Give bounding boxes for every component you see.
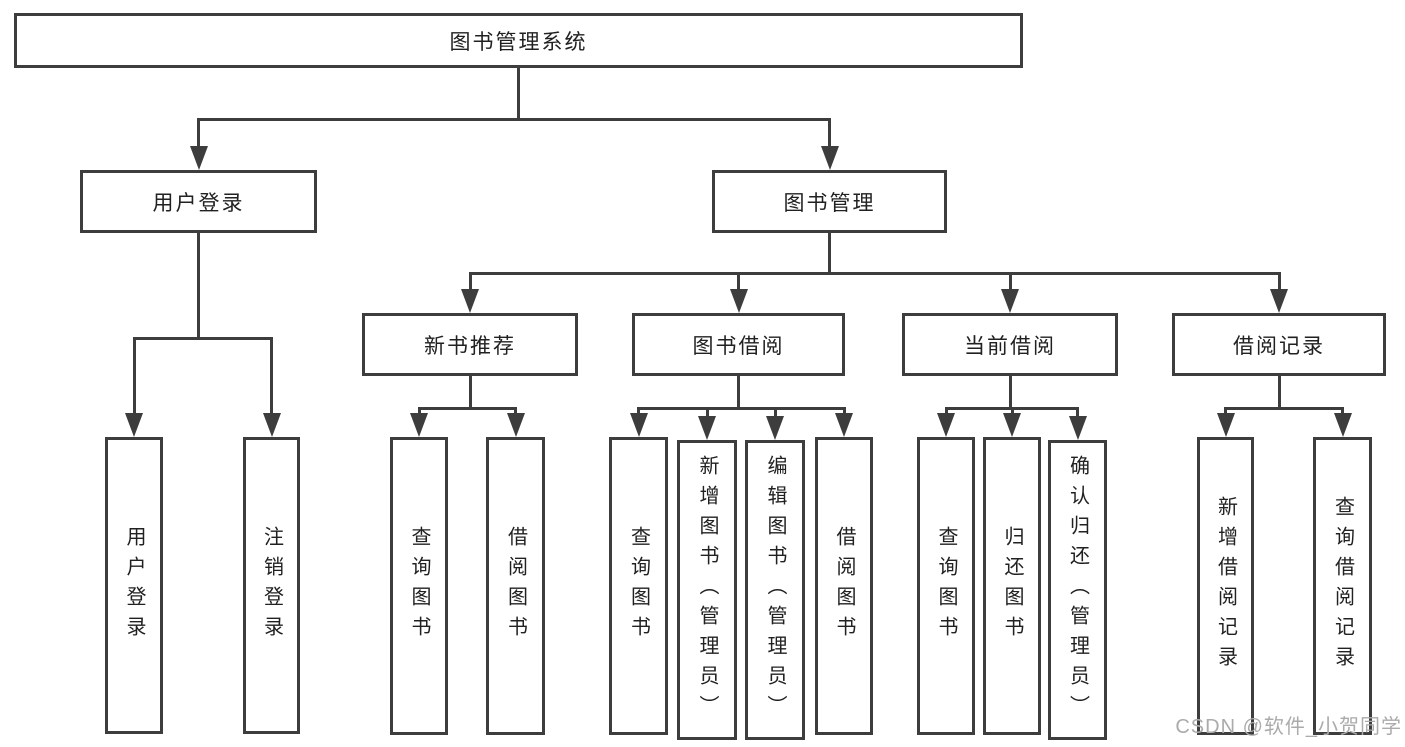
node-br-add-record: 新增借阅记录 bbox=[1197, 437, 1254, 735]
connector-rail-borrow-records bbox=[1224, 407, 1344, 410]
node-label-borrow-records: 借阅记录 bbox=[1233, 334, 1325, 358]
node-label-logout: 注销登录 bbox=[260, 525, 283, 646]
connector-rail-user-login bbox=[132, 337, 273, 340]
connector-stem-book-mgmt bbox=[828, 118, 831, 148]
connector-stem-borrow-records bbox=[1277, 376, 1281, 410]
node-root: 图书管理系统 bbox=[14, 13, 1023, 68]
node-nb-query-book: 查询图书 bbox=[390, 437, 448, 735]
connector-stem-cb-confirm-return bbox=[1076, 407, 1079, 418]
node-logout: 注销登录 bbox=[243, 437, 300, 734]
connector-stem-cb-return-book bbox=[1010, 407, 1014, 415]
node-new-book-rec: 新书推荐 bbox=[362, 313, 578, 376]
node-label-bb-edit-book: 编辑图书（管理员） bbox=[764, 455, 786, 725]
node-label-user-login: 用户登录 bbox=[152, 191, 245, 215]
node-label-cb-query-book: 查询图书 bbox=[935, 526, 957, 646]
node-cb-return-book: 归还图书 bbox=[983, 437, 1041, 735]
node-label-bb-query-book: 查询图书 bbox=[627, 526, 650, 646]
arrowhead-down-icon bbox=[125, 413, 143, 437]
connector-stem-bb-edit-book bbox=[773, 407, 777, 418]
node-bb-query-book: 查询图书 bbox=[609, 437, 668, 735]
arrowhead-down-icon bbox=[698, 416, 716, 440]
connector-stem-bb-query-book bbox=[637, 407, 640, 415]
node-label-login: 用户登录 bbox=[123, 525, 145, 646]
node-label-book-borrow: 图书借阅 bbox=[692, 334, 785, 358]
connector-stem-book-borrow bbox=[737, 376, 740, 410]
arrowhead-down-icon bbox=[461, 289, 479, 313]
connector-stem-current-borrow bbox=[1008, 376, 1012, 410]
node-nb-borrow-book: 借阅图书 bbox=[486, 437, 545, 735]
connector-stem-user-login bbox=[197, 118, 200, 148]
connector-stem-br-query-record bbox=[1341, 407, 1344, 415]
node-label-book-mgmt: 图书管理 bbox=[783, 191, 876, 215]
arrowhead-down-icon bbox=[1001, 289, 1019, 313]
connector-stem-user-login bbox=[197, 233, 200, 340]
connector-stem-new-book-rec bbox=[468, 272, 472, 291]
arrowhead-down-icon bbox=[189, 146, 208, 170]
node-label-cb-confirm-return: 确认归还（管理员） bbox=[1066, 455, 1089, 725]
connector-stem-logout bbox=[270, 337, 273, 415]
arrowhead-down-icon bbox=[820, 146, 839, 170]
connector-stem-current-borrow bbox=[1008, 272, 1012, 291]
node-login: 用户登录 bbox=[105, 437, 163, 734]
arrowhead-down-icon bbox=[262, 413, 281, 437]
node-label-br-query-record: 查询借阅记录 bbox=[1331, 496, 1354, 676]
connector-rail-book-mgmt bbox=[468, 272, 1281, 275]
connector-stem-book-mgmt bbox=[828, 233, 831, 275]
node-bb-add-book: 新增图书（管理员） bbox=[677, 440, 737, 740]
arrowhead-down-icon bbox=[629, 413, 648, 437]
node-book-borrow: 图书借阅 bbox=[632, 313, 845, 376]
node-label-nb-borrow-book: 借阅图书 bbox=[504, 526, 527, 646]
node-bb-borrow-book: 借阅图书 bbox=[815, 437, 873, 735]
node-label-root: 图书管理系统 bbox=[449, 30, 588, 54]
node-label-bb-borrow-book: 借阅图书 bbox=[833, 526, 855, 646]
arrowhead-down-icon bbox=[937, 413, 955, 437]
connector-stem-borrow-records bbox=[1277, 272, 1281, 291]
connector-stem-nb-borrow-book bbox=[514, 407, 517, 415]
connector-stem-br-add-record bbox=[1224, 407, 1227, 415]
arrowhead-down-icon bbox=[1003, 413, 1021, 437]
connector-rail-new-book-rec bbox=[417, 407, 517, 410]
connector-stem-book-borrow bbox=[737, 272, 740, 291]
node-label-new-book-rec: 新书推荐 bbox=[424, 334, 516, 358]
connector-stem-bb-add-book bbox=[705, 407, 709, 418]
arrowhead-down-icon bbox=[1333, 413, 1352, 437]
connector-stem-cb-query-book bbox=[944, 407, 948, 415]
arrowhead-down-icon bbox=[506, 413, 525, 437]
connector-stem-bb-borrow-book bbox=[842, 407, 846, 415]
arrowhead-down-icon bbox=[766, 416, 784, 440]
connector-stem-nb-query-book bbox=[417, 407, 421, 415]
connector-stem-login bbox=[132, 337, 136, 415]
node-book-mgmt: 图书管理 bbox=[712, 170, 947, 233]
node-bb-edit-book: 编辑图书（管理员） bbox=[745, 440, 805, 740]
connector-rail-book-borrow bbox=[637, 407, 846, 410]
node-label-nb-query-book: 查询图书 bbox=[408, 526, 430, 646]
arrowhead-down-icon bbox=[1270, 289, 1288, 313]
node-br-query-record: 查询借阅记录 bbox=[1313, 437, 1372, 735]
connector-rail-root bbox=[197, 118, 831, 121]
arrowhead-down-icon bbox=[1216, 413, 1235, 437]
arrowhead-down-icon bbox=[729, 289, 748, 313]
node-label-current-borrow: 当前借阅 bbox=[964, 334, 1056, 358]
node-label-br-add-record: 新增借阅记录 bbox=[1214, 496, 1237, 676]
arrowhead-down-icon bbox=[1068, 416, 1087, 440]
connector-stem-root bbox=[517, 68, 520, 121]
node-cb-confirm-return: 确认归还（管理员） bbox=[1048, 440, 1107, 740]
watermark: CSDN @软件_小贺同学 bbox=[1175, 716, 1402, 738]
node-current-borrow: 当前借阅 bbox=[902, 313, 1118, 376]
node-label-bb-add-book: 新增图书（管理员） bbox=[696, 455, 718, 725]
arrowhead-down-icon bbox=[410, 413, 428, 437]
arrowhead-down-icon bbox=[835, 413, 853, 437]
node-label-cb-return-book: 归还图书 bbox=[1001, 526, 1023, 646]
connector-stem-new-book-rec bbox=[468, 376, 472, 410]
node-borrow-records: 借阅记录 bbox=[1172, 313, 1386, 376]
node-cb-query-book: 查询图书 bbox=[917, 437, 975, 735]
node-user-login: 用户登录 bbox=[80, 170, 317, 233]
